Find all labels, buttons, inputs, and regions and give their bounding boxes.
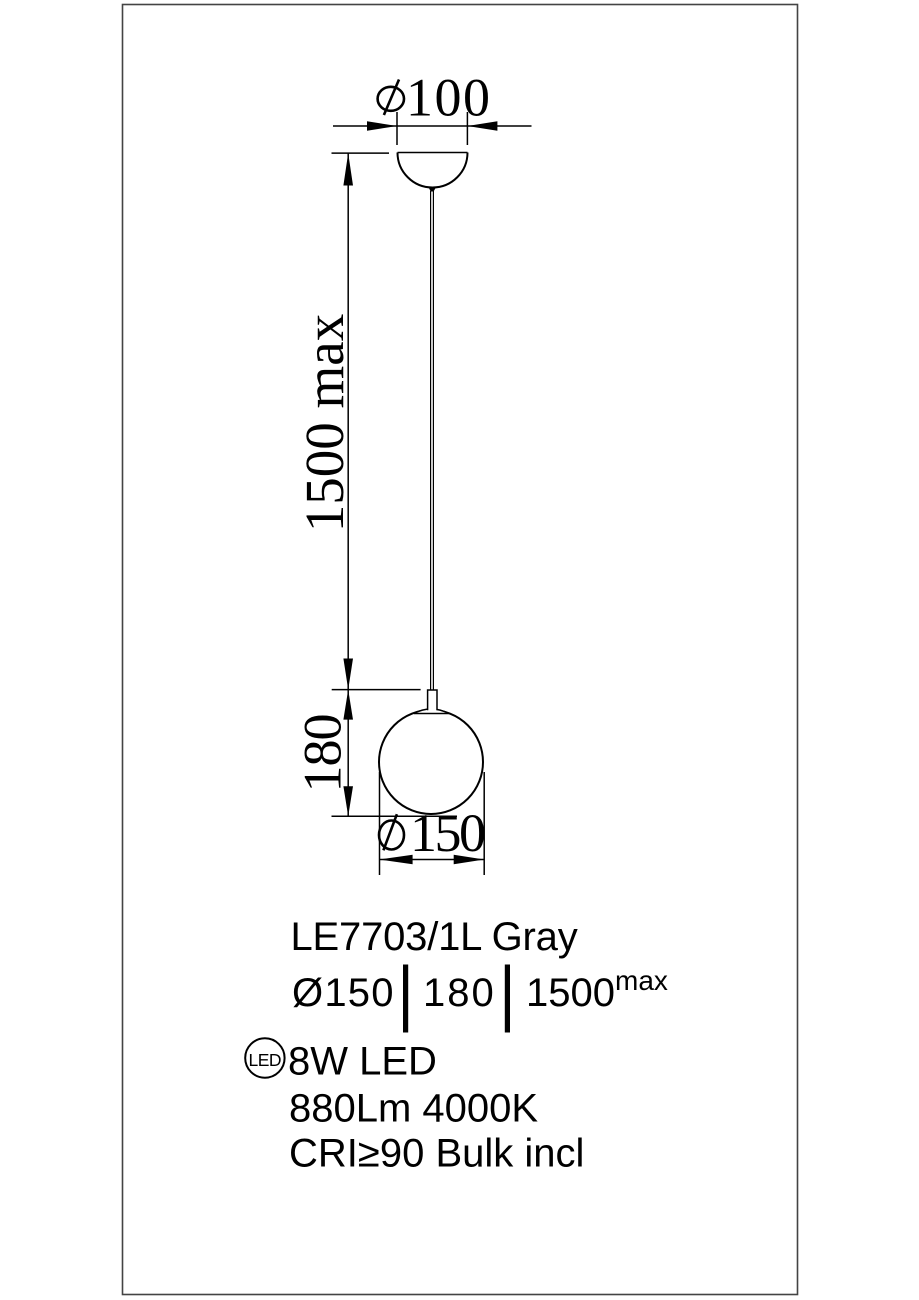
svg-text:CRI≥90 Bulk incl: CRI≥90 Bulk incl <box>289 1132 584 1176</box>
svg-text:1500 max: 1500 max <box>294 314 355 532</box>
svg-text:8W LED: 8W LED <box>288 1040 437 1084</box>
svg-text:Ø150: Ø150 <box>292 971 395 1015</box>
svg-text:LE7703/1L Gray: LE7703/1L Gray <box>291 915 578 959</box>
svg-text:180: 180 <box>423 971 496 1015</box>
svg-text:150: 150 <box>410 803 484 863</box>
svg-text:max: max <box>615 965 668 996</box>
svg-text:1500: 1500 <box>526 971 615 1015</box>
svg-text:LED: LED <box>249 1050 282 1070</box>
svg-text:100: 100 <box>406 68 492 128</box>
svg-text:880Lm 4000K: 880Lm 4000K <box>289 1087 538 1131</box>
svg-text:180: 180 <box>293 715 353 793</box>
